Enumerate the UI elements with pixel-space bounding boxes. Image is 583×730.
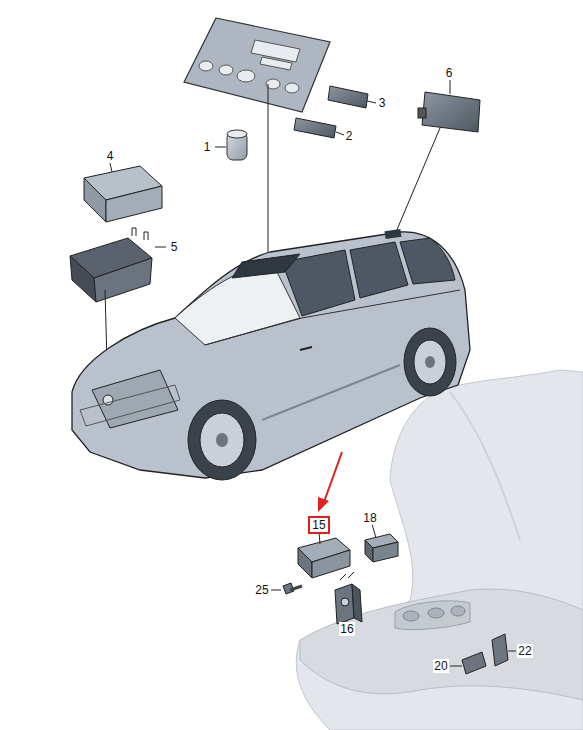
callout-number: 1 [203,140,212,154]
callout-number: 20 [433,659,448,673]
callout-number: 6 [445,66,454,80]
callout-number: 3 [378,96,387,110]
callout-number: 22 [517,644,532,658]
callout-number: 15 [308,516,329,534]
callout-number: 5 [170,240,179,254]
callout-number: 16 [339,622,354,636]
callout-number: 18 [362,511,377,525]
callout-number: 25 [254,583,269,597]
callout-number: 2 [345,129,354,143]
callout-number: 4 [106,149,115,163]
